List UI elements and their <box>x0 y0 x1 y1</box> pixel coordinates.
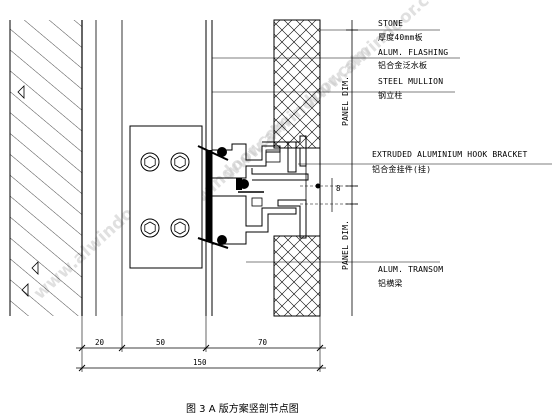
anchor-bolt <box>170 152 190 172</box>
insulation-zone <box>95 20 123 316</box>
dimension-lines <box>76 316 326 372</box>
dim-20: 20 <box>95 338 105 347</box>
figure-caption: 图 3 A 版方案竖剖节点图 <box>186 402 299 415</box>
label-steel-mullion-cn: 钢立柱 <box>378 90 403 100</box>
label-hook-bracket-cn: 铝合金挂件(挂) <box>372 164 431 174</box>
bolt-nut <box>144 221 156 235</box>
anchor-bolts <box>140 152 190 238</box>
anchor-bolt <box>140 152 160 172</box>
reference-lines <box>212 29 370 263</box>
bolt-nut <box>174 221 186 235</box>
callouts <box>370 29 552 263</box>
label-stone-thickness: 厚度40mm板 <box>378 32 423 42</box>
anchor-bolt <box>170 218 190 238</box>
stone-panels <box>273 19 321 317</box>
steel-mullion <box>205 20 213 316</box>
label-alum-flashing: ALUM. FLASHING <box>378 48 448 57</box>
label-alum-transom-cn: 铝横梁 <box>378 278 403 288</box>
label-steel-mullion: STEEL MULLION <box>378 77 443 86</box>
embed-plate <box>129 125 203 269</box>
label-hook-bracket: EXTRUDED ALUMINIUM HOOK BRACKET <box>372 150 528 159</box>
dim-70: 70 <box>258 338 268 347</box>
hook-bracket-assembly <box>197 135 309 249</box>
label-stone: STONE <box>378 19 403 28</box>
concrete-wall <box>9 20 83 316</box>
dim-8: 8 <box>336 184 341 193</box>
dim-50: 50 <box>156 338 166 347</box>
panel-dim-line <box>300 20 360 316</box>
label-alum-transom: ALUM. TRANSOM <box>378 265 443 274</box>
panel-dim-lower-label: PANEL DIM. <box>341 220 350 270</box>
bolt-nut <box>174 155 186 169</box>
anchor-bolt <box>140 218 160 238</box>
bolt-nut <box>144 155 156 169</box>
dim-150: 150 <box>193 358 207 367</box>
label-alum-flashing-cn: 铝合金泛水板 <box>378 60 427 70</box>
panel-dim-upper-label: PANEL DIM. <box>341 76 350 126</box>
